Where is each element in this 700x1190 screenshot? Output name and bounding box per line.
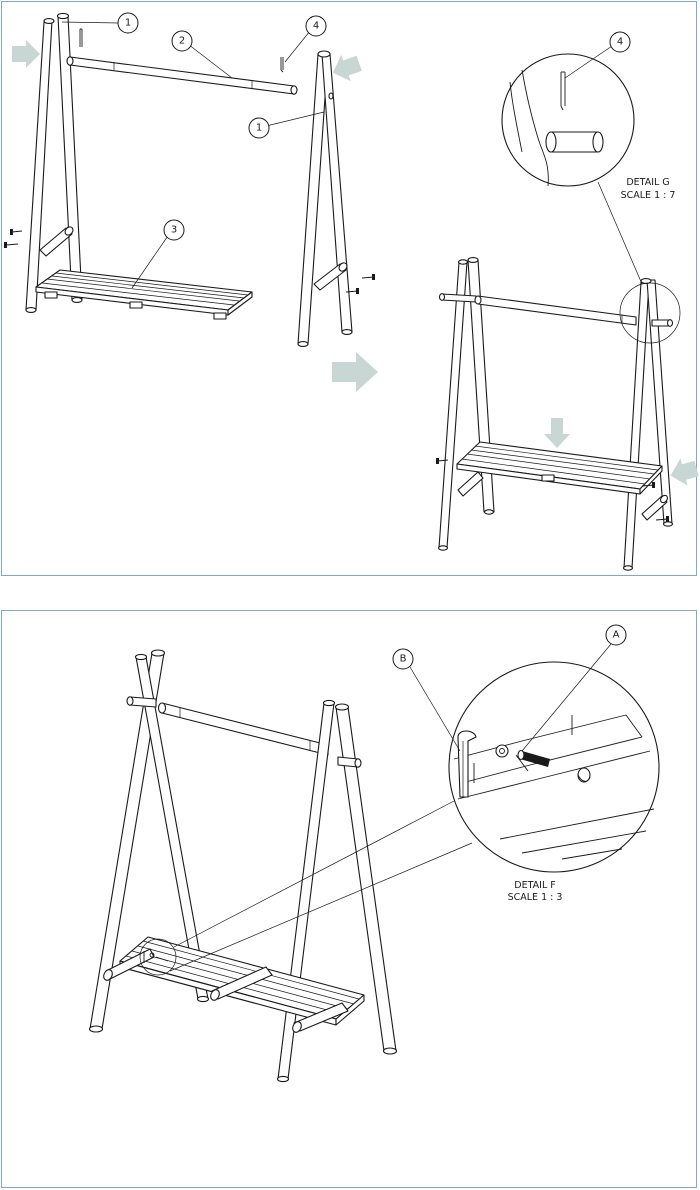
insert-arrow-left-frame — [12, 40, 40, 68]
callout-part-3: 3 — [163, 219, 185, 241]
assembled-rack-step-1 — [437, 257, 674, 571]
callout-part-4-label: 4 — [313, 21, 319, 32]
callout-part-4: 4 — [305, 15, 327, 37]
callout-detail-f-b-label: B — [400, 654, 407, 665]
assembly-step-panel-top: 1 2 4 1 3 — [1, 1, 699, 576]
step-1-drawing: 1 2 4 1 3 — [4, 12, 699, 571]
bolt-right-upper — [361, 274, 375, 280]
assembled-bolt-left — [436, 458, 449, 464]
insert-arrow-side — [670, 458, 699, 486]
assembled-rack-step-2 — [88, 649, 398, 1083]
callout-detail-g-part-label: 4 — [617, 37, 623, 48]
leader-part-2 — [183, 40, 233, 79]
next-step-arrow — [332, 352, 378, 392]
leader-part-1-left — [61, 21, 120, 24]
assembled-bolt-right-2 — [655, 516, 669, 522]
detail-f-marker — [139, 938, 177, 976]
detail-g-title: DETAIL G — [626, 177, 669, 188]
hanging-rail — [66, 56, 298, 95]
detail-f-magnified — [409, 643, 660, 873]
pin-right-exploded — [280, 57, 284, 73]
callout-part-2: 2 — [171, 30, 193, 52]
step-2-drawing: A B DETAIL F SCALE 1 : 3 — [88, 624, 660, 1083]
leader-part-3 — [131, 229, 173, 289]
insert-arrow-shelf — [544, 418, 570, 448]
assembled-bolt-right-1 — [641, 482, 655, 488]
pin-left-exploded — [79, 28, 83, 47]
callout-detail-f-a-label: A — [613, 630, 620, 641]
callout-part-1-left-label: 1 — [125, 18, 131, 29]
detail-f-connector-bottom — [169, 842, 473, 972]
callout-detail-f-b: B — [392, 648, 414, 670]
callout-part-1-left: 1 — [117, 12, 139, 34]
detail-f-scale: SCALE 1 : 3 — [508, 892, 563, 903]
shelf-slatted — [35, 269, 253, 320]
callout-part-3-label: 3 — [171, 225, 177, 236]
bolt-left-lower — [4, 242, 19, 248]
detail-g-scale: SCALE 1 : 7 — [621, 190, 676, 201]
detail-f-title: DETAIL F — [514, 880, 555, 891]
detail-g-marker — [619, 282, 681, 344]
right-a-frame — [297, 50, 353, 347]
callout-detail-f-a: A — [605, 624, 627, 646]
bolt-left-upper — [10, 229, 23, 235]
detail-f-leader-b — [409, 666, 461, 752]
detail-f-connector-top — [173, 800, 455, 948]
insert-arrow-right-frame — [332, 54, 362, 82]
callout-detail-g-part: 4 — [609, 31, 631, 53]
callout-part-2-label: 2 — [179, 36, 185, 47]
detail-g-leader — [564, 45, 613, 79]
callout-part-1-right: 1 — [248, 117, 270, 139]
detail-f-leader-a — [521, 643, 612, 752]
detail-g-magnified — [501, 45, 635, 187]
left-a-frame — [25, 12, 83, 313]
detail-g-connector — [597, 181, 643, 285]
bolt-right-lower — [345, 288, 359, 294]
detail-f-marker-hardware — [143, 951, 169, 963]
assembly-step-panel-bottom: A B DETAIL F SCALE 1 : 3 — [1, 610, 697, 1188]
callout-part-1-right-label: 1 — [256, 123, 262, 134]
